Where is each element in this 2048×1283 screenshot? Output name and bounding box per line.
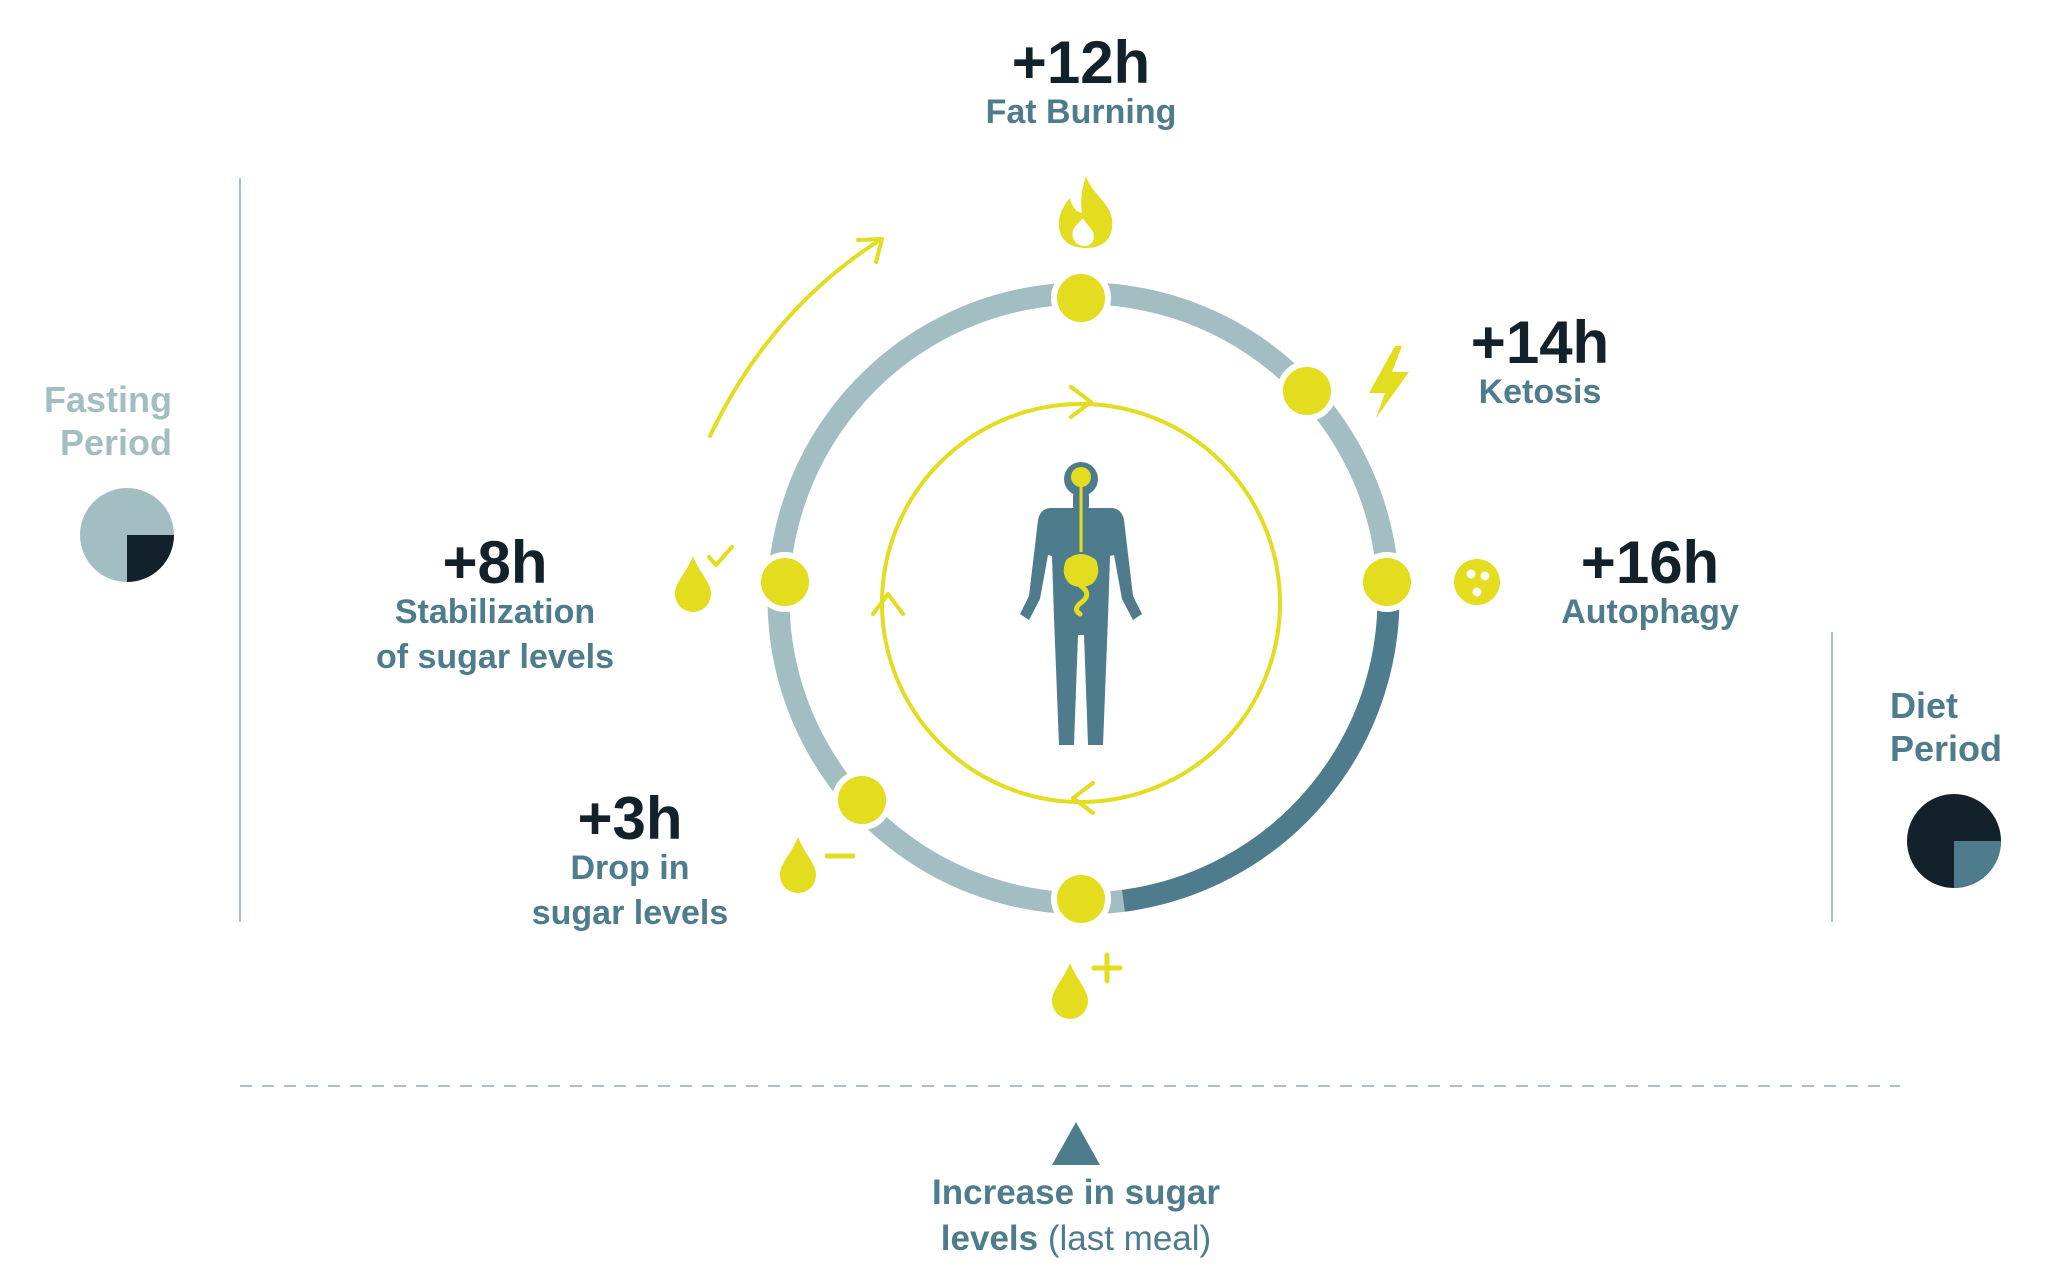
meal-caption-bold: levels <box>940 1218 1039 1258</box>
milestone-label-line: Stabilization <box>394 593 596 631</box>
meal-caption-normal: (last meal) <box>1038 1218 1212 1258</box>
milestone-label-line: sugar levels <box>531 894 729 933</box>
meal-caption: Increase in sugar levels (last meal) <box>826 1170 1326 1261</box>
node-meal <box>1051 869 1111 929</box>
meal-caption-line: Increase in sugar <box>932 1173 1220 1212</box>
cycle-arrow-icon <box>1069 385 1093 419</box>
milestone-label: Fat Burning <box>985 93 1177 131</box>
node-14h <box>1277 361 1337 421</box>
drop-minus-icon <box>780 837 856 893</box>
cycle-arrow-icon <box>871 592 905 616</box>
diet-quarter <box>1954 841 2001 888</box>
flame-icon <box>1058 176 1113 248</box>
period-line: Period <box>59 422 172 464</box>
curved-arrow-icon <box>708 238 882 438</box>
drop-check-icon <box>675 545 734 612</box>
fasting-period-label: Fasting Period <box>20 378 172 464</box>
period-line: Diet <box>1890 685 1959 726</box>
milestone-8h: +8h Stabilization of sugar levels <box>345 530 645 677</box>
pie-quarter-icon <box>1907 794 2001 888</box>
node-3h <box>832 770 892 830</box>
milestone-16h: +16h Autophagy <box>1525 530 1775 631</box>
node-12h <box>1051 268 1111 328</box>
cycle-arrow-icon <box>1071 781 1095 815</box>
milestone-hours: +12h <box>1011 29 1151 96</box>
milestone-label: Ketosis <box>1478 373 1602 411</box>
node-16h <box>1357 552 1417 612</box>
ring-arc-diet <box>1121 581 1400 912</box>
curved-arrow-head <box>856 237 884 264</box>
milestone-hours: +16h <box>1580 529 1720 596</box>
triangle-up-icon <box>1052 1122 1100 1165</box>
milestone-12h: +12h Fat Burning <box>958 30 1204 131</box>
milestone-hours: +14h <box>1470 309 1610 376</box>
milestone-hours: +8h <box>442 529 548 596</box>
milestone-label-line: of sugar levels <box>375 638 615 677</box>
node-8h <box>755 552 815 612</box>
pie-quarter-icon <box>80 488 174 582</box>
human-body-icon <box>1020 462 1142 745</box>
lightning-icon <box>1369 346 1409 418</box>
milestone-3h: +3h Drop in sugar levels <box>500 786 760 933</box>
milestone-14h: +14h Ketosis <box>1425 310 1655 411</box>
meal-caption-line: levels (last meal) <box>826 1216 1326 1262</box>
milestone-label-line: Drop in <box>570 849 690 887</box>
milestone-hours: +3h <box>577 785 683 852</box>
drop-plus-icon <box>1052 952 1123 1019</box>
cell-icon <box>1454 559 1500 605</box>
diet-period-label: Diet Period <box>1890 684 2042 770</box>
milestone-label: Autophagy <box>1561 593 1739 631</box>
period-line: Period <box>1890 728 2003 770</box>
period-line: Fasting <box>43 379 172 420</box>
fasting-quarter <box>127 535 174 582</box>
